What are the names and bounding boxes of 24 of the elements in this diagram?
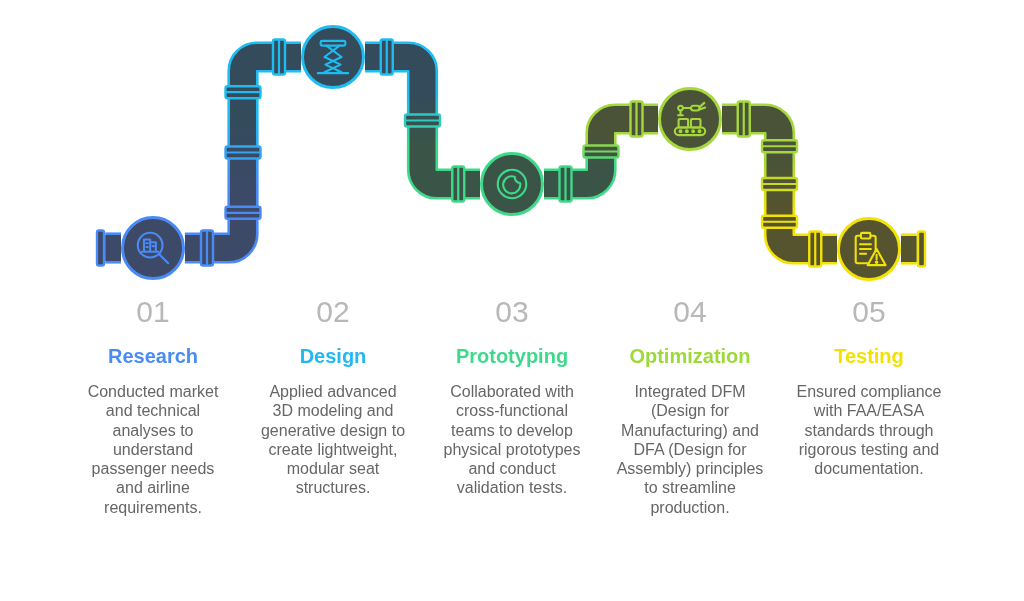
step-title: Design xyxy=(299,344,367,368)
step-description: Conducted market and technical analyses to understand passenger needs and airline requirements. xyxy=(86,382,220,518)
valve-circle xyxy=(480,152,544,216)
pipe xyxy=(722,103,837,265)
valve-circle xyxy=(837,217,901,281)
step-number: 01 xyxy=(136,295,170,329)
valve-circle xyxy=(301,25,365,89)
valve-circle xyxy=(658,87,722,151)
pipe xyxy=(185,41,301,264)
step-title: Prototyping xyxy=(455,344,569,368)
step-title: Testing xyxy=(834,344,904,368)
step-title: Optimization xyxy=(629,344,751,368)
step-number: 02 xyxy=(316,295,350,329)
step-description: Collaborated with cross-functional teams to develop physical prototypes and conduct validation tests. xyxy=(442,382,582,498)
step-description: Integrated DFM (Design for Manufacturing) and DFA (Design for Assembly) principles to streamline production. xyxy=(615,382,765,518)
step-description: Applied advanced 3D modeling and generative design to create lightweight, modular seat structures. xyxy=(259,382,407,498)
step-description: Ensured compliance with FAA/EASA standards through rigorous testing and documentation. xyxy=(795,382,943,479)
pipe xyxy=(365,41,480,200)
step-number: 03 xyxy=(495,295,529,329)
step-number: 05 xyxy=(852,295,886,329)
step-number: 04 xyxy=(673,295,707,329)
step-title: Research xyxy=(107,344,199,368)
pipe xyxy=(544,103,658,200)
valve-circle xyxy=(121,216,185,280)
